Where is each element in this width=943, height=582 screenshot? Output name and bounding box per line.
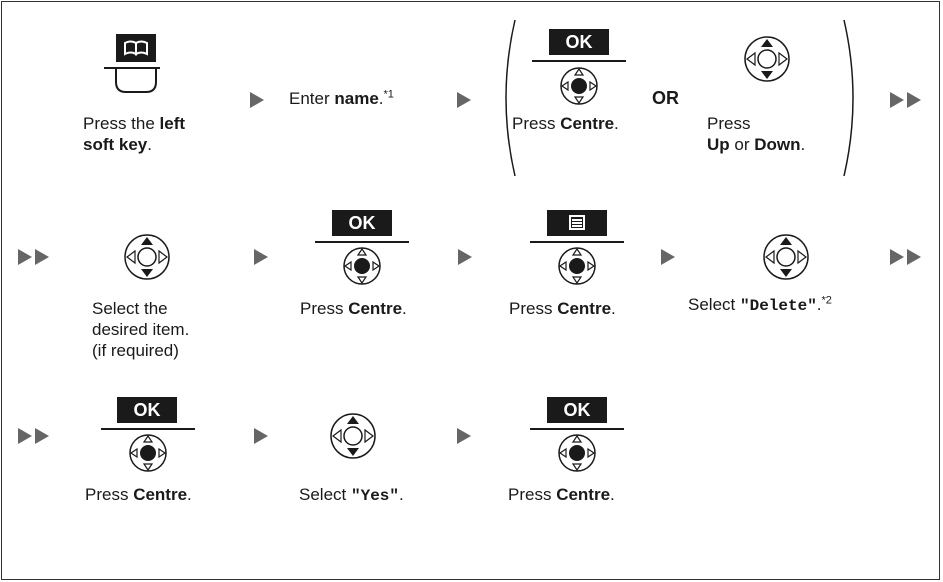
- step-select-delete: Select "Delete".*2: [688, 294, 832, 315]
- step-press-centre: Press Centre.: [508, 485, 615, 504]
- step-press-centre: Press Centre.: [512, 114, 619, 133]
- ok-key-icon: OK: [547, 397, 607, 423]
- navigator-centre-press-icon: [558, 247, 596, 285]
- left-soft-key-icon: [104, 34, 160, 93]
- step-press-centre: Press Centre.: [85, 485, 192, 504]
- navigator-centre-press-icon: [343, 247, 381, 285]
- double-arrow-icon: [890, 249, 921, 265]
- key-underline: [315, 241, 409, 243]
- menu-key-icon: [547, 210, 607, 236]
- double-arrow-icon: [890, 92, 921, 108]
- navigator-centre-press-icon: [560, 67, 598, 105]
- step-press-centre: Press Centre.: [300, 299, 407, 318]
- arrow-right-icon: [254, 428, 268, 444]
- key-underline: [101, 428, 195, 430]
- ok-key-icon: OK: [117, 397, 177, 423]
- navigator-up-down-icon: [330, 413, 376, 459]
- navigator-centre-press-icon: [129, 434, 167, 472]
- key-underline: [530, 241, 624, 243]
- step-press-up-or-down: Press Up or Down.: [707, 114, 806, 154]
- ok-key-icon: OK: [549, 29, 609, 55]
- double-arrow-icon: [18, 428, 49, 444]
- step-press-centre: Press Centre.: [509, 299, 616, 318]
- navigator-up-down-icon: [124, 234, 170, 280]
- arrow-right-icon: [458, 249, 472, 265]
- arrow-right-icon: [250, 92, 264, 108]
- double-arrow-icon: [18, 249, 49, 265]
- arrow-right-icon: [661, 249, 675, 265]
- left-parenthesis-icon: [505, 19, 516, 177]
- navigator-up-down-icon: [744, 36, 790, 82]
- arrow-right-icon: [457, 428, 471, 444]
- arrow-right-icon: [457, 92, 471, 108]
- right-parenthesis-icon: [843, 19, 854, 177]
- arrow-right-icon: [254, 249, 268, 265]
- key-underline: [532, 60, 626, 62]
- step-select-desired-item: Select the desired item. (if required): [92, 299, 190, 360]
- or-label: OR: [652, 88, 679, 108]
- step-press-left-soft-key: Press the left soft key.: [83, 114, 186, 154]
- ok-key-icon: OK: [332, 210, 392, 236]
- navigator-centre-press-icon: [558, 434, 596, 472]
- step-enter-name: Enter name.*1: [289, 88, 394, 108]
- navigator-up-down-icon: [763, 234, 809, 280]
- key-underline: [530, 428, 624, 430]
- step-select-yes: Select "Yes".: [299, 485, 404, 505]
